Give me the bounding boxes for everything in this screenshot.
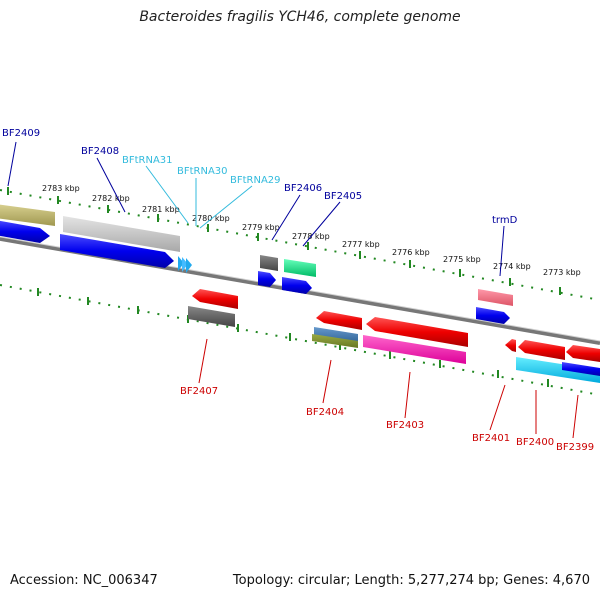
scale-label-2773: 2773 kbp <box>543 268 581 277</box>
trna-arrow-3[interactable] <box>186 258 192 273</box>
leader-bf2408 <box>96 157 126 213</box>
gene-arrow-blue-2[interactable] <box>60 234 174 268</box>
scale-label-2782: 2782 kbp <box>92 194 130 203</box>
gene-bar-olive[interactable] <box>0 204 55 226</box>
label-bf2405[interactable]: BF2405 <box>324 191 362 202</box>
label-bf2409[interactable]: BF2409 <box>2 128 40 139</box>
scale-track-lower <box>0 284 600 396</box>
label-bf2404[interactable]: BF2404 <box>306 407 344 418</box>
trna-arrow-2[interactable] <box>182 257 188 272</box>
gene-arrow-blue-trmd[interactable] <box>476 307 510 324</box>
gene-bar-dark-grey-small[interactable] <box>260 255 278 271</box>
gene-bar-light-grey[interactable] <box>63 216 180 252</box>
gene-arrow-red-bf2403[interactable] <box>366 317 468 347</box>
scale-ticks-upper <box>7 187 561 295</box>
gene-bar-cyan-bf2400[interactable] <box>516 357 600 383</box>
gene-arrow-red-bf2400[interactable] <box>518 340 565 360</box>
scale-label-2783: 2783 kbp <box>42 184 80 193</box>
leader-bf2404 <box>322 359 332 404</box>
label-trmd[interactable]: trmD <box>492 215 518 226</box>
label-bf2399[interactable]: BF2399 <box>556 442 594 453</box>
gene-arrow-blue-1[interactable] <box>0 220 50 243</box>
label-bf2403[interactable]: BF2403 <box>386 420 424 431</box>
gene-arrow-red-bf2407[interactable] <box>192 289 238 309</box>
gene-bar-green[interactable] <box>284 259 316 277</box>
accession-label: Accession: NC_006347 <box>10 573 158 588</box>
gene-bar-magenta-bf2403[interactable] <box>363 335 466 364</box>
gene-arrow-red-bf2404[interactable] <box>316 311 362 330</box>
gene-arrow-blue-small[interactable] <box>258 271 276 287</box>
scale-track-upper <box>0 189 600 301</box>
scale-label-2774: 2774 kbp <box>493 262 531 271</box>
forward-gene-labels: BF2409 BF2408 BFtRNA31 BFtRNA30 BFtRNA29… <box>2 128 518 226</box>
label-bftrna30[interactable]: BFtRNA30 <box>177 166 228 177</box>
forward-strand-features <box>0 204 513 324</box>
gene-bar-grey-bf2407[interactable] <box>188 306 235 327</box>
gene-bar-olive-green-bf2404[interactable] <box>312 334 358 348</box>
label-bf2406[interactable]: BF2406 <box>284 183 322 194</box>
reverse-gene-labels: BF2407 BF2404 BF2403 BF2401 BF2400 BF239… <box>180 386 594 453</box>
label-bf2400[interactable]: BF2400 <box>516 437 554 448</box>
leader-bf2401 <box>489 384 506 431</box>
label-bf2407[interactable]: BF2407 <box>180 386 218 397</box>
topology-label: Topology: circular; Length: 5,277,274 bp… <box>232 573 590 588</box>
gene-bar-pink-trmd[interactable] <box>478 289 513 306</box>
gene-arrow-blue-bf2405[interactable] <box>282 277 312 294</box>
gene-arrow-red-bf2399[interactable] <box>566 345 600 362</box>
label-bf2408[interactable]: BF2408 <box>81 146 119 157</box>
label-bftrna31[interactable]: BFtRNA31 <box>122 155 173 166</box>
leader-bf2405 <box>302 201 341 247</box>
label-bf2401[interactable]: BF2401 <box>472 433 510 444</box>
scale-label-2775: 2775 kbp <box>443 255 481 264</box>
gene-arrow-red-bf2401[interactable] <box>505 339 516 352</box>
gene-arrow-blue-edge[interactable] <box>562 362 600 376</box>
leader-bf2399 <box>572 394 579 439</box>
leader-bf2407 <box>198 338 208 384</box>
genome-title: Bacteroides fragilis YCH46, complete gen… <box>139 9 461 25</box>
leader-bftrna31 <box>145 165 189 224</box>
scale-label-2781: 2781 kbp <box>142 205 180 214</box>
trna-arrow-1[interactable] <box>178 256 184 271</box>
leader-bf2406 <box>271 194 301 241</box>
gene-bar-steel-bf2404[interactable] <box>314 327 358 342</box>
reverse-strand-features <box>188 289 600 383</box>
leader-trmd <box>499 225 505 277</box>
leader-bf2403 <box>404 371 411 419</box>
label-bftrna29[interactable]: BFtRNA29 <box>230 175 281 186</box>
scale-label-2780: 2780 kbp <box>192 214 230 223</box>
scale-ticks-lower <box>37 288 549 387</box>
scale-label-2776: 2776 kbp <box>392 248 430 257</box>
leader-bf2409 <box>7 141 17 187</box>
reverse-leader-lines <box>198 338 579 439</box>
scale-label-2777: 2777 kbp <box>342 240 380 249</box>
forward-leader-lines <box>7 141 505 277</box>
scale-label-2779: 2779 kbp <box>242 223 280 232</box>
leader-bftrna29 <box>199 185 253 229</box>
